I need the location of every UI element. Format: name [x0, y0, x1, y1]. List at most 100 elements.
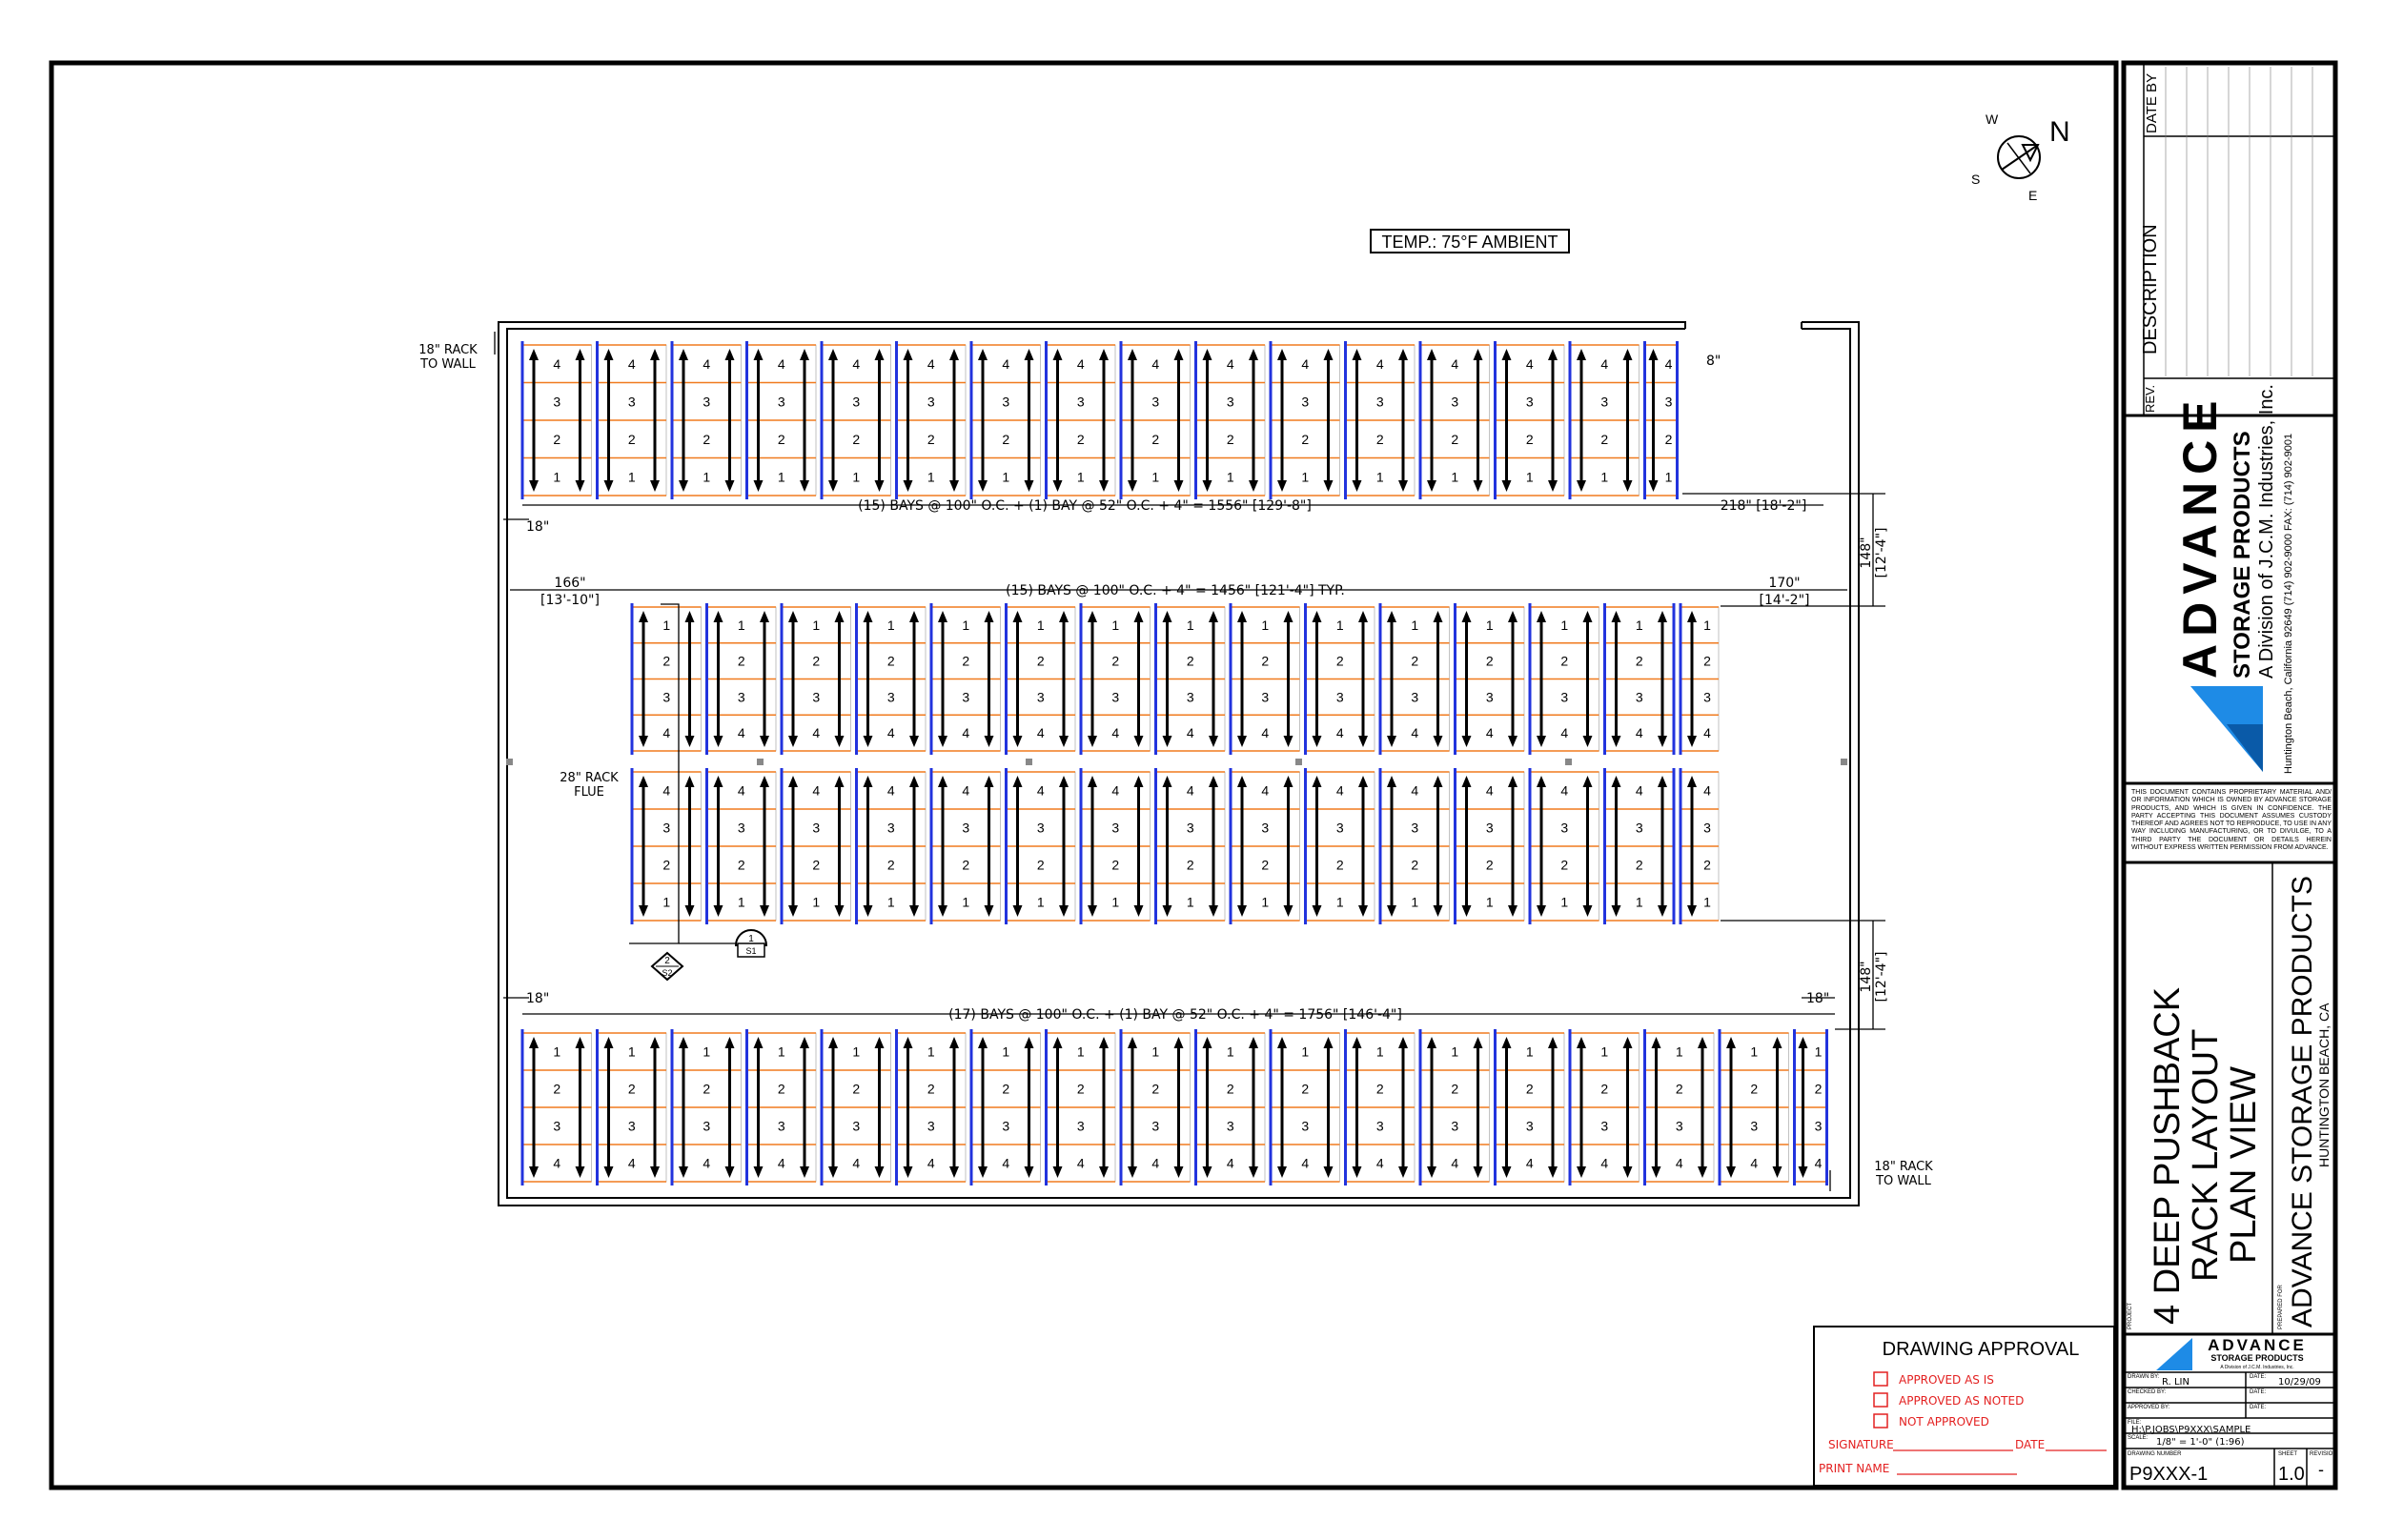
- level-number: 4: [703, 356, 710, 372]
- level-number: 4: [852, 356, 860, 372]
- approved-as-is-checkbox[interactable]: [1873, 1371, 1888, 1387]
- project-label: PROJECT: [2128, 1303, 2133, 1329]
- wall-outline-inner: [506, 328, 1851, 1199]
- arrow-up-icon: [1433, 611, 1443, 622]
- arrow-down-icon: [1133, 736, 1144, 747]
- scale-label: SCALE:: [2128, 1435, 2149, 1441]
- level-number: 4: [1636, 725, 1643, 740]
- company-address: Huntington Beach, California 92649 (714)…: [2283, 434, 2294, 774]
- arrow-up-icon: [1622, 349, 1633, 360]
- arrow-up-icon: [1237, 611, 1247, 622]
- arrow-up-icon: [1772, 1037, 1782, 1048]
- arrow-up-icon: [874, 349, 885, 360]
- level-number: 4: [1451, 1156, 1458, 1171]
- column-markers: [506, 759, 1847, 765]
- arrow-up-icon: [1658, 776, 1667, 787]
- level-number: 3: [703, 1119, 710, 1134]
- arrow-up-icon: [650, 349, 660, 360]
- arrow-down-icon: [1358, 736, 1368, 747]
- arrow-up-icon: [1059, 776, 1069, 787]
- arrow-down-icon: [903, 1166, 913, 1178]
- arrow-down-icon: [903, 480, 913, 492]
- scale-value: 1/8" = 1'-0" (1:96): [2156, 1437, 2245, 1448]
- dim-row2-right-b: [14'-2"]: [1760, 593, 1810, 608]
- arrow-up-icon: [1283, 611, 1293, 622]
- arrow-down-icon: [788, 905, 798, 917]
- title-block-fields: [2124, 1371, 2335, 1488]
- not-approved-checkbox[interactable]: [1873, 1413, 1888, 1429]
- arrow-down-icon: [1088, 905, 1097, 917]
- level-number: 1: [812, 618, 820, 633]
- compass-south: S: [1971, 172, 1980, 187]
- level-number: 4: [1486, 783, 1494, 799]
- level-number: 2: [1187, 654, 1194, 669]
- arrow-down-icon: [1024, 1166, 1034, 1178]
- level-number: 1: [1336, 895, 1344, 910]
- arrow-up-icon: [724, 349, 735, 360]
- arrow-down-icon: [1173, 1166, 1184, 1178]
- arrow-up-icon: [949, 1037, 959, 1048]
- arrow-up-icon: [1128, 349, 1137, 360]
- level-number: 4: [1600, 1156, 1608, 1171]
- level-number: 2: [1411, 654, 1418, 669]
- level-number: 3: [553, 1119, 560, 1134]
- arrow-down-icon: [1173, 480, 1184, 492]
- arrow-down-icon: [1427, 1166, 1436, 1178]
- compass-needle: [2001, 144, 2039, 171]
- arrow-down-icon: [800, 1166, 809, 1178]
- arrow-down-icon: [788, 736, 798, 747]
- level-number: 3: [1187, 689, 1194, 704]
- level-number: 4: [1411, 783, 1418, 799]
- dim-row1: (15) BAYS @ 100" O.C. + (1) BAY @ 52" O.…: [858, 498, 1312, 514]
- level-number: 3: [1486, 689, 1494, 704]
- arrow-down-icon: [639, 736, 648, 747]
- level-number: 1: [628, 469, 636, 484]
- column-marker: [757, 759, 764, 765]
- checked-date-label: DATE:: [2250, 1389, 2267, 1395]
- project-title-3: PLAN VIEW: [2224, 1066, 2264, 1264]
- level-number: 1: [1411, 618, 1418, 633]
- level-number: 1: [1451, 469, 1458, 484]
- level-number: 4: [1037, 725, 1045, 740]
- level-number: 1: [628, 1044, 636, 1060]
- level-number: 3: [852, 394, 860, 409]
- level-number: 3: [1486, 821, 1494, 836]
- arrow-down-icon: [1323, 1166, 1334, 1178]
- level-number: 4: [1560, 783, 1568, 799]
- approved-as-noted-checkbox[interactable]: [1873, 1392, 1888, 1408]
- arrow-down-icon: [1312, 905, 1322, 917]
- level-number: 1: [1376, 469, 1384, 484]
- arrow-up-icon: [1461, 611, 1472, 622]
- level-number: 2: [812, 654, 820, 669]
- arrow-up-icon: [1312, 611, 1322, 622]
- drawn-by: R. LIN: [2162, 1377, 2190, 1388]
- arrow-up-icon: [1024, 1037, 1034, 1048]
- level-number: 4: [927, 356, 935, 372]
- level-number: 1: [887, 895, 895, 910]
- arrow-up-icon: [1352, 349, 1362, 360]
- temp-label: TEMP.: 75°F AMBIENT: [1382, 233, 1558, 252]
- arrow-down-icon: [1622, 480, 1633, 492]
- arrow-up-icon: [800, 349, 809, 360]
- arrow-down-icon: [1052, 480, 1063, 492]
- arrow-up-icon: [834, 611, 845, 622]
- logo-word: ADVANCE: [2173, 393, 2227, 679]
- drawn-by-label: DRAWN BY:: [2128, 1374, 2160, 1380]
- level-number: 3: [1227, 394, 1234, 409]
- arrow-up-icon: [1611, 776, 1621, 787]
- project-title-1: 4 DEEP PUSHBACK: [2148, 987, 2188, 1325]
- level-number: 2: [1703, 654, 1711, 669]
- arrow-up-icon: [1433, 776, 1443, 787]
- date-label: DATE:: [2250, 1374, 2267, 1380]
- level-number: 1: [1261, 895, 1269, 910]
- arrow-up-icon: [909, 776, 919, 787]
- arrow-down-icon: [1398, 1166, 1408, 1178]
- level-number: 3: [1077, 394, 1085, 409]
- arrow-up-icon: [1687, 611, 1697, 622]
- arrow-up-icon: [1658, 611, 1667, 622]
- arrow-up-icon: [1202, 349, 1212, 360]
- arrow-up-icon: [834, 776, 845, 787]
- level-number: 1: [1560, 618, 1568, 633]
- arrow-up-icon: [1133, 611, 1144, 622]
